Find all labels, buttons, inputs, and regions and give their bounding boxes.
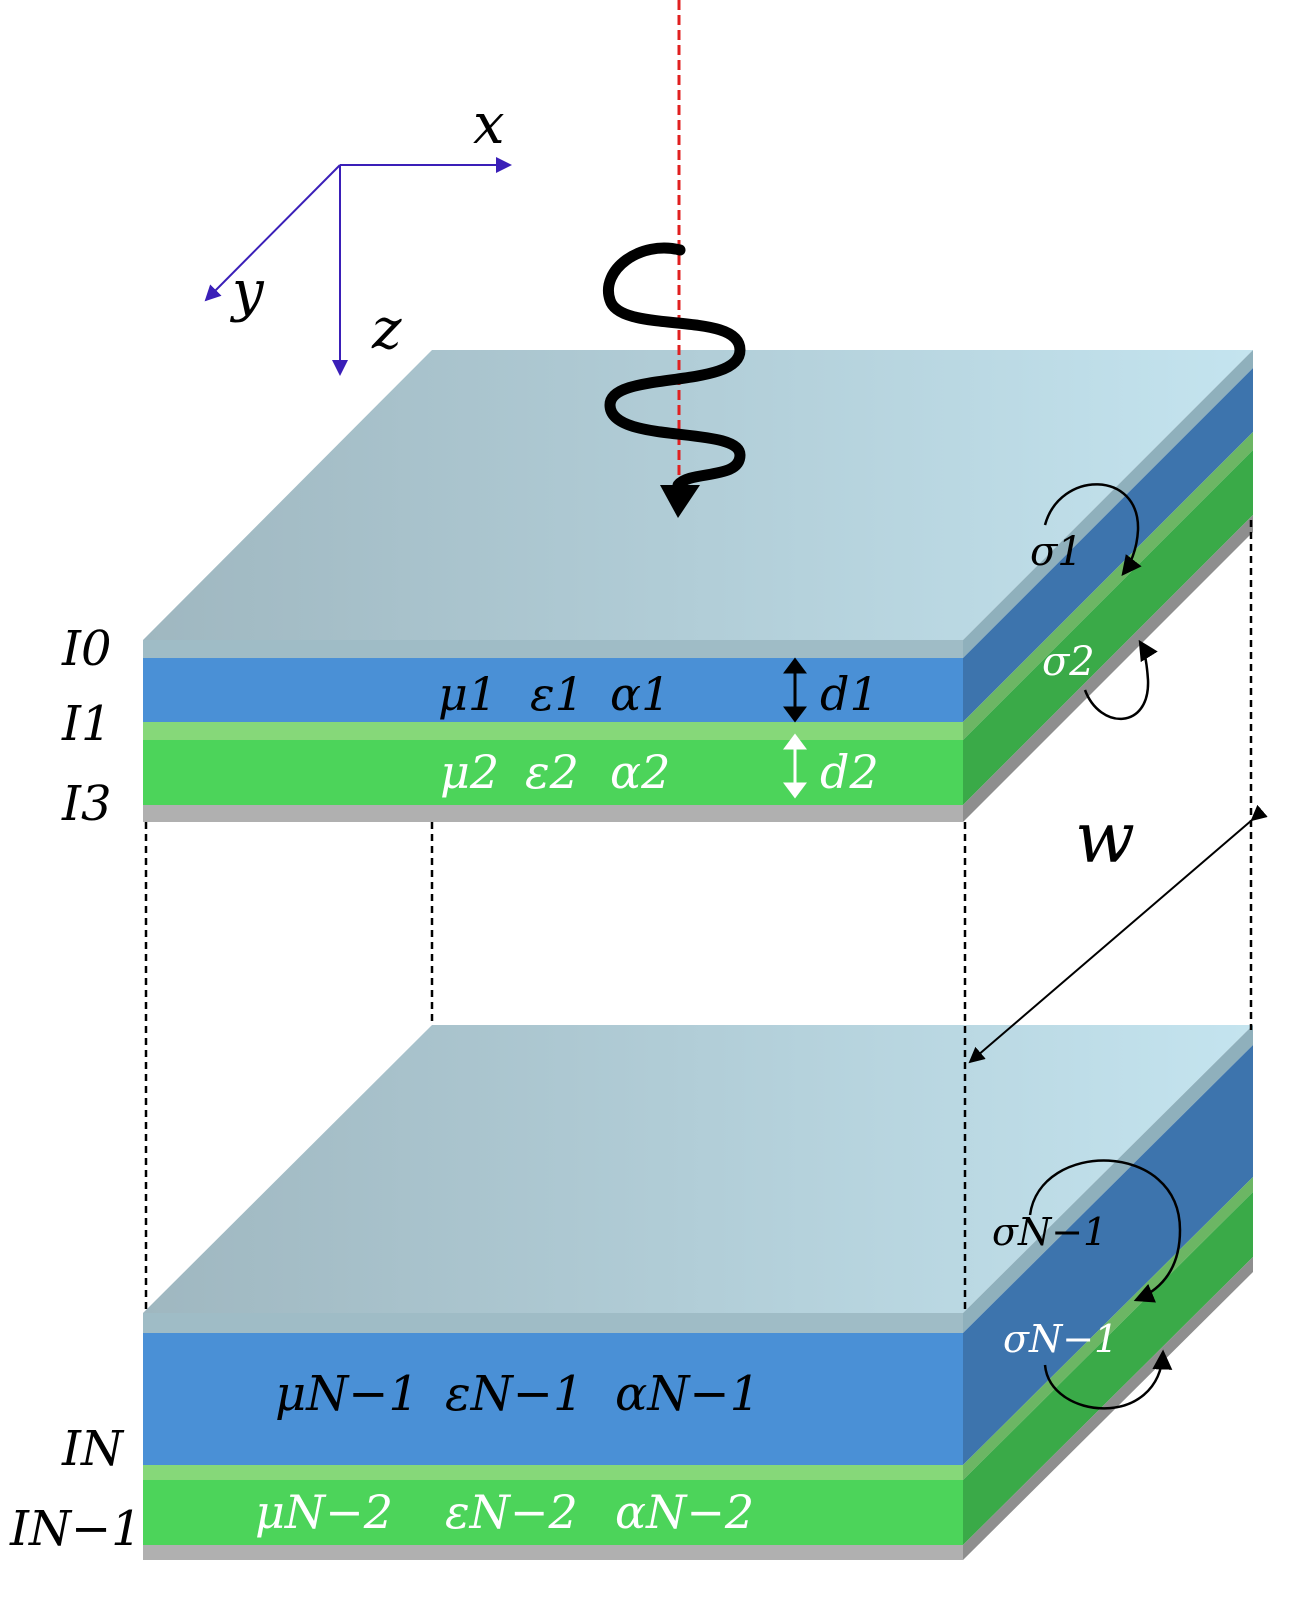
top-slab-top-face — [143, 350, 1253, 640]
interface-light — [143, 722, 963, 740]
width-arrow — [968, 804, 1268, 1064]
substrateN-front — [143, 1545, 963, 1560]
layerN1-front — [143, 1333, 963, 1465]
layer1-front — [143, 658, 963, 722]
width-label: w — [1075, 797, 1135, 879]
layerN1-eps: εN−1 — [445, 1366, 584, 1422]
layerN1-side — [963, 1045, 1253, 1465]
layer1-d: d1 — [820, 667, 879, 721]
layer1-side — [963, 368, 1253, 722]
layer2-mu: μ2 — [440, 745, 499, 799]
top-slab-cap — [143, 640, 963, 658]
layer1-alpha: α1 — [610, 667, 670, 721]
layerN1-alpha: αN−1 — [615, 1366, 760, 1422]
layerN2-eps: εN−2 — [445, 1485, 578, 1539]
layerN2-side — [963, 1192, 1253, 1545]
interface-IN-1: IN−1 — [9, 1501, 142, 1557]
sigma2-label: σ2 — [1042, 639, 1095, 685]
bottom-cap-side — [963, 1025, 1253, 1333]
layer2-front — [143, 740, 963, 805]
interface-I0: I0 — [61, 621, 112, 677]
interface-IN: IN — [61, 1421, 125, 1477]
top-cap-side — [963, 350, 1253, 658]
layerN1-mu: μN−1 — [275, 1366, 419, 1422]
sigma1-label: σ1 — [1030, 529, 1083, 575]
interface-I3: I3 — [61, 776, 112, 832]
coordinate-axes — [204, 157, 512, 376]
layer2-d: d2 — [820, 745, 879, 799]
layerN2-mu: μN−2 — [255, 1485, 393, 1539]
bottom-slab — [143, 1025, 1253, 1560]
d1-arrow-icon — [783, 657, 807, 723]
x-axis-label: x — [473, 92, 505, 157]
layer1-eps: ε1 — [530, 667, 584, 721]
incident-wave-icon — [603, 242, 746, 518]
sigma2-arrow — [1083, 639, 1158, 720]
y-axis-label: y — [229, 259, 265, 324]
z-axis-label: z — [371, 297, 402, 362]
bottom-slab-cap — [143, 1313, 963, 1333]
interface-side — [963, 432, 1253, 740]
substrate-front — [143, 805, 963, 822]
substrate-side — [963, 515, 1253, 822]
sigmaN1a-label: σN−1 — [992, 1210, 1107, 1254]
layer2-eps: ε2 — [525, 745, 579, 799]
top-slab — [143, 350, 1253, 822]
bottom-slab-top-face — [143, 1025, 1253, 1313]
interface-I1: I1 — [61, 696, 112, 752]
interfaceN-side — [963, 1177, 1253, 1480]
interfaceN-light — [143, 1465, 963, 1480]
layerN2-front — [143, 1480, 963, 1545]
y-axis-arrow — [204, 164, 341, 302]
layer2-side — [963, 450, 1253, 805]
d2-arrow-icon — [783, 733, 807, 799]
sigmaN1b-label: σN−1 — [1003, 1317, 1118, 1361]
layer2-alpha: α2 — [610, 745, 670, 799]
sigmaN1b-arrow — [1043, 1349, 1173, 1410]
sigmaN1a-arrow — [1028, 1159, 1182, 1303]
layerN2-alpha: αN−2 — [615, 1485, 754, 1539]
layer1-mu: μ1 — [438, 667, 497, 721]
sigma1-arrow — [1043, 483, 1142, 576]
